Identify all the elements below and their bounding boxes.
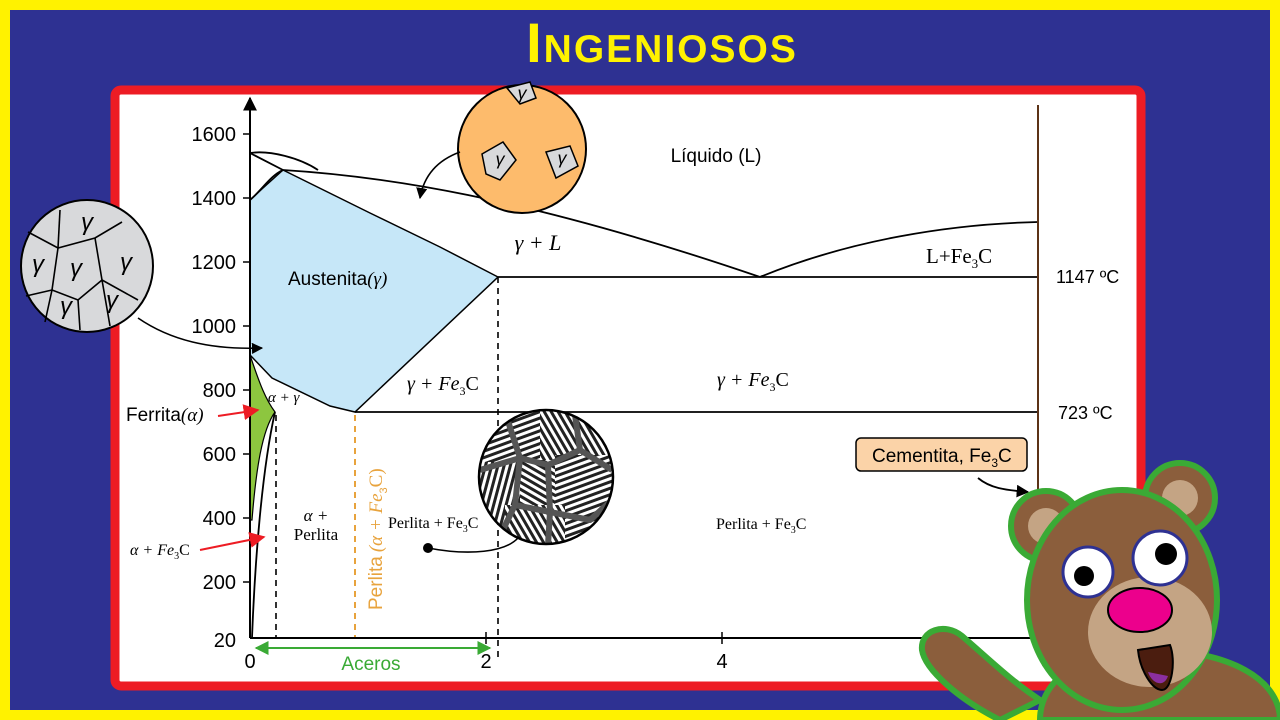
austenite-label: Austenita(γ) [288,269,387,290]
alpha-gamma-label: α + γ [268,390,300,406]
x-tick-label: 0 [244,651,255,673]
y-tick-label: 1000 [192,316,237,338]
liquid-gamma-callout-arrow [416,151,461,200]
grain-gamma: γ [518,83,528,103]
grain-gamma: γ [32,251,46,278]
y-tick-label: 1200 [192,252,237,274]
perlite-fe3c-right-label: Perlita + Fe3C [716,516,806,536]
ferrite-label: Ferrita(α) [126,405,204,426]
y-tick-label: 20 [214,630,236,652]
ferrite-region [249,354,276,521]
steels-label: Aceros [341,654,400,675]
liquid-gamma-micrograph: γ γ γ [457,81,587,214]
x-tick-label: 4 [716,651,727,673]
phase-lines [249,105,1039,639]
diagram-panel [110,85,1146,691]
y-tick-label: 1600 [192,124,237,146]
liquid-cementite-label: L+Fe3C [926,244,992,271]
y-tick-label: 400 [203,508,236,530]
bear-mascot [918,460,1280,720]
y-tick-label: 200 [203,572,236,594]
y-tick-label: 600 [203,444,236,466]
perlite-fe3c-left-label: Perlita + Fe3C [388,515,478,535]
alpha-perlite-label-2: Perlita [294,525,339,544]
ferrite-pointer-arrow [217,404,260,421]
grain-gamma: γ [120,249,134,276]
grain-gamma: γ [81,209,95,236]
gamma-fe3c-right-label: γ + Fe3C [717,369,789,394]
perlite-vertical-label: Perlita(α + Fe3C) [366,468,390,610]
grain-gamma: γ [106,287,120,314]
cementite-callout-arrow [977,477,1030,498]
liquid-label: Líquido (L) [671,146,762,167]
alpha-fe3c-pointer-arrow [199,532,266,551]
perlite-callout-dot [423,543,433,553]
cementite-label: Cementita, Fe3C [872,446,1012,470]
x-tick-label: 2 [480,651,491,673]
brand-title: Ingeniosos [526,11,798,74]
cementite-label-box [855,437,1028,472]
grain-gamma: γ [60,293,74,320]
y-tick-marks [243,133,250,583]
y-tick-label: 1400 [192,188,237,210]
gamma-fe3c-left-label: γ + Fe3C [407,373,479,398]
grain-gamma: γ [70,255,84,282]
austenite-callout-arrow [137,317,264,354]
austenite-grains-micrograph: γ γ γ γ γ γ [20,199,154,333]
eutectic-temp-label: 1147 ºC [1056,267,1119,287]
perlite-callout-line [427,537,519,553]
alpha-perlite-label: α + [304,506,329,525]
eutectoid-temp-label: 723 ºC [1058,403,1113,423]
alpha-fe3c-label: α + Fe3C [130,542,190,562]
grain-gamma: γ [496,149,506,169]
gamma-liquid-label: γ + L [515,230,562,255]
y-tick-label: 800 [203,380,236,402]
grain-gamma: γ [558,148,568,168]
